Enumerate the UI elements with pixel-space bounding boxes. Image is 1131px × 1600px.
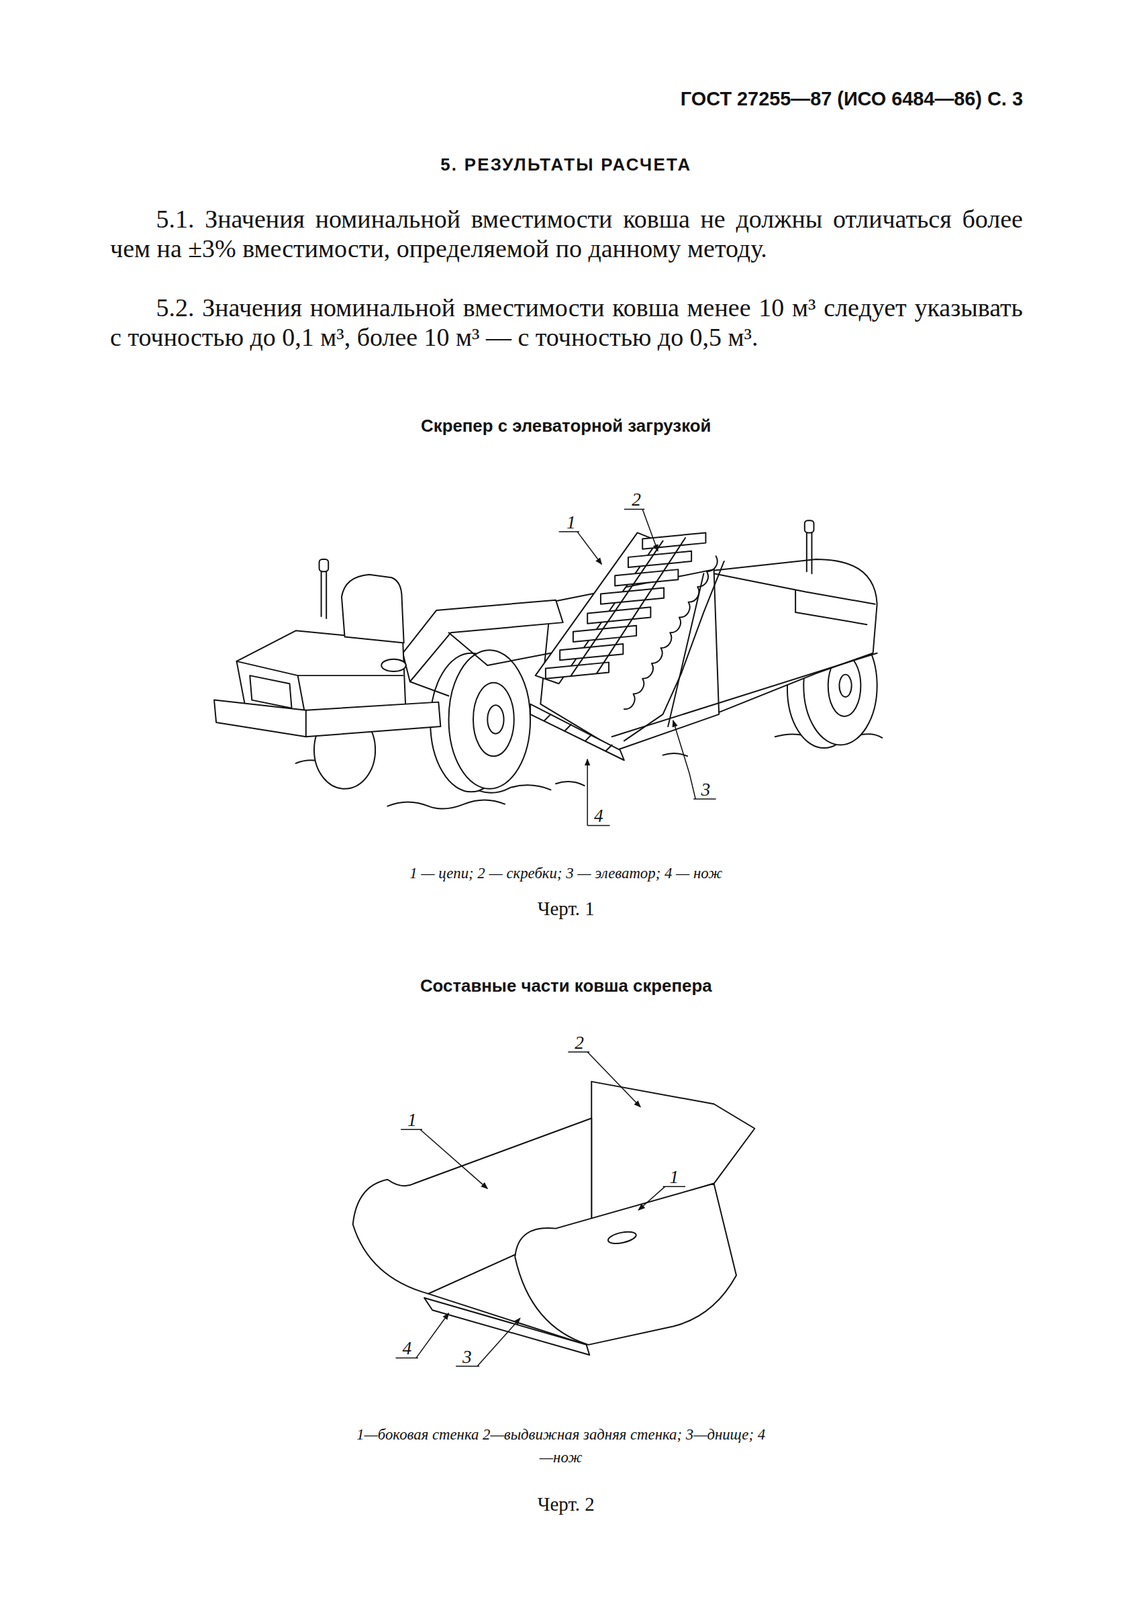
page-header: ГОСТ 27255—87 (ИСО 6484—86) С. 3 (410, 87, 1023, 111)
section-heading-box: 5. РЕЗУЛЬТАТЫ РАСЧЕТА (259, 155, 872, 176)
paragraph: 5.1. Значения номинальной вместимости ко… (110, 204, 1023, 264)
callout-number-box: 1 (563, 512, 578, 533)
callout-number-box: 1 (667, 1166, 682, 1188)
figure-legend-box: 1 — цепи; 2 — скребки; 3 — элеватор; 4 —… (259, 864, 872, 882)
figure-title: Составные части ковша скрепера (259, 975, 872, 997)
scraper-drawing (214, 520, 882, 809)
callout-number: 2 (571, 1032, 586, 1054)
callout-number: 3 (459, 1346, 474, 1368)
callout-number: 2 (628, 489, 644, 511)
callout-number-box: 4 (400, 1337, 415, 1359)
callout-number: 4 (400, 1337, 415, 1359)
figure-legend: 1—боковая стенка 2—выдвижная задняя стен… (351, 1422, 770, 1470)
page-header-box: ГОСТ 27255—87 (ИСО 6484—86) С. 3 (410, 87, 1023, 111)
section-heading: 5. РЕЗУЛЬТАТЫ РАСЧЕТА (259, 155, 872, 176)
leader-lines (396, 508, 717, 1366)
paragraph-box: 5.1. Значения номинальной вместимости ко… (110, 204, 1023, 264)
callout-number: 3 (698, 779, 713, 801)
figure-title-box: Составные части ковша скрепера (259, 975, 872, 997)
callout-number-box: 3 (459, 1346, 474, 1368)
figure-number-box: Черт. 2 (463, 1492, 668, 1515)
bowl-drawing (353, 1081, 756, 1355)
figure-number: Черт. 1 (463, 897, 668, 920)
figure-title-box: Скрепер с элеваторной загрузкой (259, 416, 872, 437)
figure-legend: 1 — цепи; 2 — скребки; 3 — элеватор; 4 —… (259, 864, 872, 882)
callout-number: 1 (667, 1166, 682, 1188)
callout-number-box: 3 (698, 779, 713, 801)
figure-number: Черт. 2 (463, 1492, 668, 1515)
callout-number-box: 4 (591, 805, 606, 827)
callout-number: 1 (404, 1109, 419, 1131)
figure-number-box: Черт. 1 (463, 897, 668, 920)
paragraph-box: 5.2. Значения номинальной вместимости ко… (110, 292, 1023, 352)
callout-number-box: 2 (628, 489, 644, 511)
figure-title: Скрепер с элеваторной загрузкой (259, 416, 872, 437)
callout-number: 4 (591, 805, 606, 827)
paragraph: 5.2. Значения номинальной вместимости ко… (110, 292, 1023, 352)
figure-legend-box: 1—боковая стенка 2—выдвижная задняя стен… (351, 1422, 770, 1470)
callout-number: 1 (563, 512, 578, 533)
callout-number-box: 2 (571, 1032, 586, 1054)
callout-number-box: 1 (404, 1109, 419, 1131)
